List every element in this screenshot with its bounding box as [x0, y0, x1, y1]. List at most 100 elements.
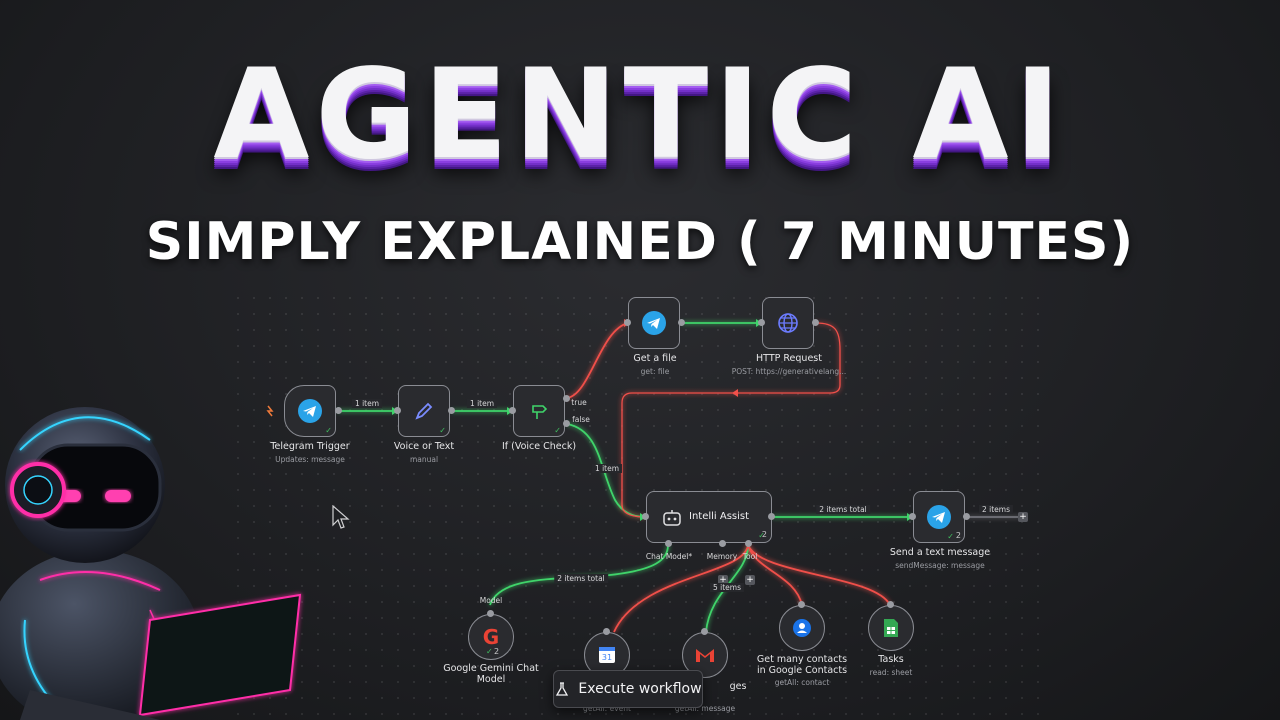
telegram-trigger-sub: Updates: message [275, 455, 345, 464]
input-port[interactable] [758, 319, 765, 326]
sheets-icon [884, 619, 898, 637]
true-label: true [571, 398, 587, 407]
tasks-sub: read: sheet [869, 668, 913, 677]
check-icon: ✓ [554, 426, 561, 435]
true-port[interactable] [563, 395, 570, 402]
tasks-label: Tasks [878, 654, 904, 665]
tool-port-label: Tool [742, 552, 758, 561]
contacts-sub: getAll: contact [774, 678, 830, 687]
google-icon: G [482, 625, 500, 649]
output-port[interactable] [963, 513, 970, 520]
edge-label: 2 items [978, 505, 1014, 514]
input-port[interactable] [624, 319, 631, 326]
input-port[interactable] [394, 407, 401, 414]
mouse-cursor-icon [332, 505, 350, 529]
run-count: 2 [955, 531, 961, 540]
contacts-label-1: Get many contacts [756, 654, 848, 665]
output-port[interactable] [812, 319, 819, 326]
wire-tool-tasks [747, 544, 891, 606]
if-voice-check-node[interactable]: ✓ [513, 385, 565, 437]
output-port[interactable] [448, 407, 455, 414]
voice-or-text-sub: manual [409, 455, 439, 464]
robot-illustration [0, 407, 302, 720]
tool-port[interactable] [798, 601, 805, 608]
pen-icon [415, 402, 433, 420]
tool-port[interactable] [745, 540, 752, 547]
false-label: false [572, 415, 590, 424]
chat-model-port[interactable] [665, 540, 672, 547]
send-text-message-node[interactable]: ✓ 2 [913, 491, 965, 543]
run-count: 2 [761, 530, 767, 539]
tool-port[interactable] [603, 628, 610, 635]
check-icon: ✓ [439, 426, 446, 435]
model-port-label: Model [479, 596, 503, 605]
tool-port[interactable] [887, 601, 894, 608]
add-node-button[interactable]: + [1018, 512, 1028, 522]
chat-model-port-label: Chat Model* [645, 552, 693, 561]
gmail-sub: getAll: message [674, 704, 736, 713]
http-request-node[interactable] [762, 297, 814, 349]
edge-label: 1 item [351, 399, 383, 408]
calendar-sub: getAll: event [583, 704, 631, 713]
output-port[interactable] [768, 513, 775, 520]
svg-text:31: 31 [602, 653, 612, 662]
wire-if-true-getfile [566, 322, 629, 399]
calendar-icon: 31 [599, 647, 615, 663]
add-tool-button[interactable]: + [745, 575, 755, 585]
wire-tool-calendar [613, 544, 749, 633]
edge-label: 1 item [466, 399, 498, 408]
gmail-label: ges [729, 681, 747, 692]
execute-workflow-button[interactable]: Execute workflow [553, 670, 703, 708]
http-request-label: HTTP Request [756, 353, 822, 364]
check-icon: ✓ [947, 532, 954, 541]
false-port[interactable] [563, 420, 570, 427]
check-icon: ✓ [325, 426, 332, 435]
run-count: 2 [494, 647, 500, 656]
check-icon: ✓ [758, 531, 765, 540]
execute-workflow-label: Execute workflow [578, 681, 702, 697]
intelli-assist-label: Intelli Assist [689, 511, 750, 522]
model-port[interactable] [487, 610, 494, 617]
edge-label: 5 items [709, 583, 745, 592]
gemini-chat-model-node[interactable]: G ✓ 2 [468, 614, 514, 660]
input-port[interactable] [642, 513, 649, 520]
google-contacts-node[interactable] [779, 605, 825, 651]
get-file-label: Get a file [633, 353, 677, 364]
input-port[interactable] [509, 407, 516, 414]
add-memory-button[interactable]: + [718, 575, 728, 585]
edge-label: 1 item [591, 464, 623, 473]
get-file-sub: get: file [640, 367, 670, 376]
page-subtitle: SIMPLY EXPLAINED ( 7 MINUTES) [145, 212, 1135, 272]
contact-icon [793, 619, 811, 637]
output-port[interactable] [335, 407, 342, 414]
http-request-sub: POST: https://generativelang... [731, 367, 847, 376]
get-file-node[interactable] [628, 297, 680, 349]
signpost-icon [532, 405, 548, 419]
tool-port[interactable] [701, 628, 708, 635]
voice-or-text-label: Voice or Text [393, 441, 455, 452]
check-icon: ✓ [486, 647, 493, 656]
robot-icon [663, 510, 681, 526]
voice-or-text-node[interactable]: ✓ [398, 385, 450, 437]
contacts-label-2: in Google Contacts [756, 665, 848, 676]
output-port[interactable] [678, 319, 685, 326]
tasks-sheet-node[interactable] [868, 605, 914, 651]
intelli-assist-node[interactable]: Intelli Assist ✓ 2 [646, 491, 772, 543]
telegram-trigger-label: Telegram Trigger [270, 441, 350, 452]
wire-http-back [621, 322, 841, 518]
memory-port[interactable] [719, 540, 726, 547]
input-port[interactable] [909, 513, 916, 520]
gemini-label-1: Google Gemini Chat [443, 663, 539, 674]
gmail-icon [696, 649, 714, 662]
send-text-label: Send a text message [889, 547, 991, 558]
page-title: AGENTIC AI [213, 43, 1067, 187]
globe-icon [778, 313, 798, 333]
telegram-icon [927, 505, 951, 529]
memory-port-label: Memory [706, 552, 738, 561]
telegram-icon [642, 311, 666, 335]
flask-icon [556, 682, 569, 696]
telegram-trigger-node[interactable]: ✓ [284, 385, 336, 437]
telegram-icon [298, 399, 322, 423]
